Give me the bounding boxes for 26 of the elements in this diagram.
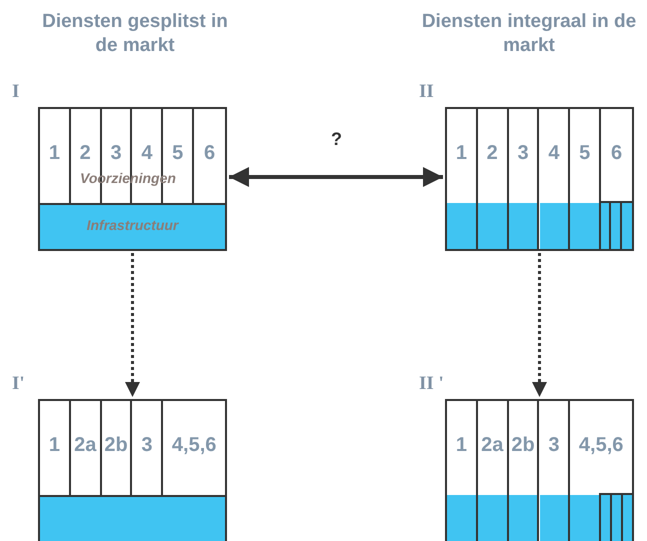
diagram-label: I — [12, 81, 20, 103]
service-column: 3 — [508, 109, 540, 249]
service-column: 5 — [570, 109, 602, 249]
dotted-arrow — [532, 253, 547, 397]
service-column: 1 — [447, 109, 478, 249]
diagram-frame — [38, 107, 227, 251]
column-heading: Diensten gesplitst in de markt — [41, 10, 229, 58]
diagram-frame — [445, 107, 634, 251]
service-column: 4,5,6 — [163, 401, 225, 495]
dotted-arrow — [125, 253, 140, 397]
diagram-label: II — [419, 81, 434, 103]
diagram-label: I' — [12, 373, 25, 395]
diagram-frame — [38, 399, 227, 541]
service-column: 2a — [478, 401, 509, 541]
service-column: 2 — [478, 109, 509, 249]
service-column: 2b — [508, 401, 540, 541]
column-heading: Diensten integraal in de markt — [420, 10, 638, 58]
service-column: 1 — [447, 401, 478, 541]
diagram-label: II ' — [419, 373, 444, 395]
infrastructure-bar — [40, 495, 225, 541]
service-column: 4 — [540, 109, 570, 249]
infrastructure-bar: Infrastructuur — [40, 203, 225, 249]
service-column: 3 — [540, 401, 570, 541]
diagram-frame — [445, 399, 634, 541]
service-column: 6 — [194, 109, 225, 203]
double-arrow — [229, 167, 443, 187]
